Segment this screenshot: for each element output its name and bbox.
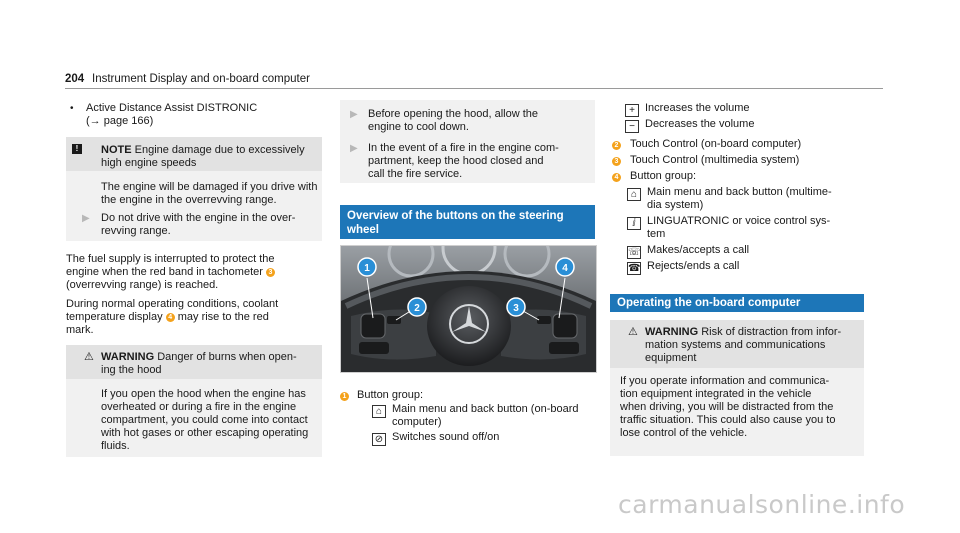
steering-wheel-drawing: 1 2 3 4: [341, 246, 596, 372]
home-back-icon: ⌂: [372, 403, 386, 418]
paragraph-fuel-supply: The fuel supply is interrupted to protec…: [66, 253, 275, 291]
legend-item-1-label: Button group:: [357, 389, 424, 401]
callout-4-badge: 4: [555, 257, 575, 277]
note-body: The engine will be damaged if you drive …: [101, 181, 318, 206]
warning-triangle-icon: ⚠: [84, 351, 94, 363]
home-back-icon: ⌂: [627, 186, 641, 201]
svg-text:1: 1: [364, 263, 370, 274]
watermark: carmanualsonline.info: [618, 490, 906, 519]
callout-3-ref: 3: [612, 155, 621, 168]
legend-item-3: Touch Control (multimedia system): [630, 154, 800, 166]
note-step: Do not drive with the engine in the over…: [101, 212, 296, 237]
section-heading-operating: Operating the on-board computer: [610, 294, 864, 312]
callout-3-ref: 3: [265, 268, 275, 277]
legend-item-4-call: Makes/accepts a call: [647, 244, 750, 256]
phone-accept-icon: ☏: [627, 246, 641, 259]
mute-icon: ⊘: [372, 431, 386, 446]
step-arrow-icon: ▶: [350, 143, 358, 154]
warning-body: If you operate information and communica…: [620, 375, 836, 439]
step-arrow-icon: ▶: [82, 213, 90, 224]
steps-box: [340, 100, 595, 183]
volume-down-text: Decreases the volume: [645, 118, 755, 130]
svg-text:4: 4: [562, 263, 568, 274]
legend-item-4-voice: LINGUATRONIC or voice control sys- tem: [647, 215, 831, 240]
page-reference-link[interactable]: (→ page 166): [86, 115, 154, 127]
legend-item-1-mute: Switches sound off/on: [392, 431, 500, 443]
warning-body: If you open the hood when the engine has…: [101, 388, 309, 452]
warning-box-header: [610, 320, 864, 368]
step-arrow-icon: ▶: [350, 109, 358, 120]
callout-4-ref: 4: [612, 171, 621, 184]
legend-item-1-home: Main menu and back button (on-board comp…: [392, 403, 579, 428]
callout-4-ref: 4: [165, 313, 175, 322]
section-heading-steering-buttons: Overview of the buttons on the steering …: [340, 205, 595, 239]
paragraph-coolant: During normal operating conditions, cool…: [66, 298, 279, 336]
minus-icon: −: [625, 118, 639, 133]
svg-text:2: 2: [414, 303, 420, 314]
note-box-header: [66, 137, 322, 171]
warning-heading: WARNING Risk of distraction from infor- …: [645, 326, 842, 364]
note-icon: !: [72, 144, 82, 154]
callout-2-badge: 2: [407, 297, 427, 317]
page-number: 204: [65, 73, 85, 85]
bullet-item-distronic: Active Distance Assist DISTRONIC (→ page…: [86, 102, 258, 127]
plus-icon: +: [625, 102, 639, 117]
steering-wheel-illustration: 1 2 3 4: [340, 245, 597, 373]
step-fire: In the event of a fire in the engine com…: [368, 142, 559, 180]
note-heading: NOTE Engine damage due to excessively hi…: [101, 144, 305, 169]
svg-text:3: 3: [513, 303, 519, 314]
warning-box-header: [66, 345, 322, 379]
warning-heading: WARNING Danger of burns when open- ing t…: [101, 351, 297, 376]
callout-2-ref: 2: [612, 139, 621, 152]
callout-3-badge: 3: [506, 297, 526, 317]
voice-control-icon: ⅈ: [627, 215, 641, 230]
phone-end-icon: ☎: [627, 262, 641, 275]
legend-item-4-home: Main menu and back button (multime- dia …: [647, 186, 832, 211]
step-allow-cool: Before opening the hood, allow the engin…: [368, 108, 539, 133]
callout-1-badge: 1: [357, 257, 377, 277]
warning-triangle-icon: ⚠: [628, 326, 638, 338]
legend-item-4-end: Rejects/ends a call: [647, 260, 740, 272]
legend-item-2: Touch Control (on-board computer): [630, 138, 802, 150]
page-header-title: Instrument Display and on-board computer: [92, 73, 310, 85]
legend-item-1: 1: [340, 390, 349, 403]
callout-1-ref: 1: [340, 392, 349, 401]
bullet-dot: •: [70, 103, 74, 114]
header-rule: [65, 88, 883, 89]
volume-up-text: Increases the volume: [645, 102, 750, 114]
legend-item-4-label: Button group:: [630, 170, 697, 182]
